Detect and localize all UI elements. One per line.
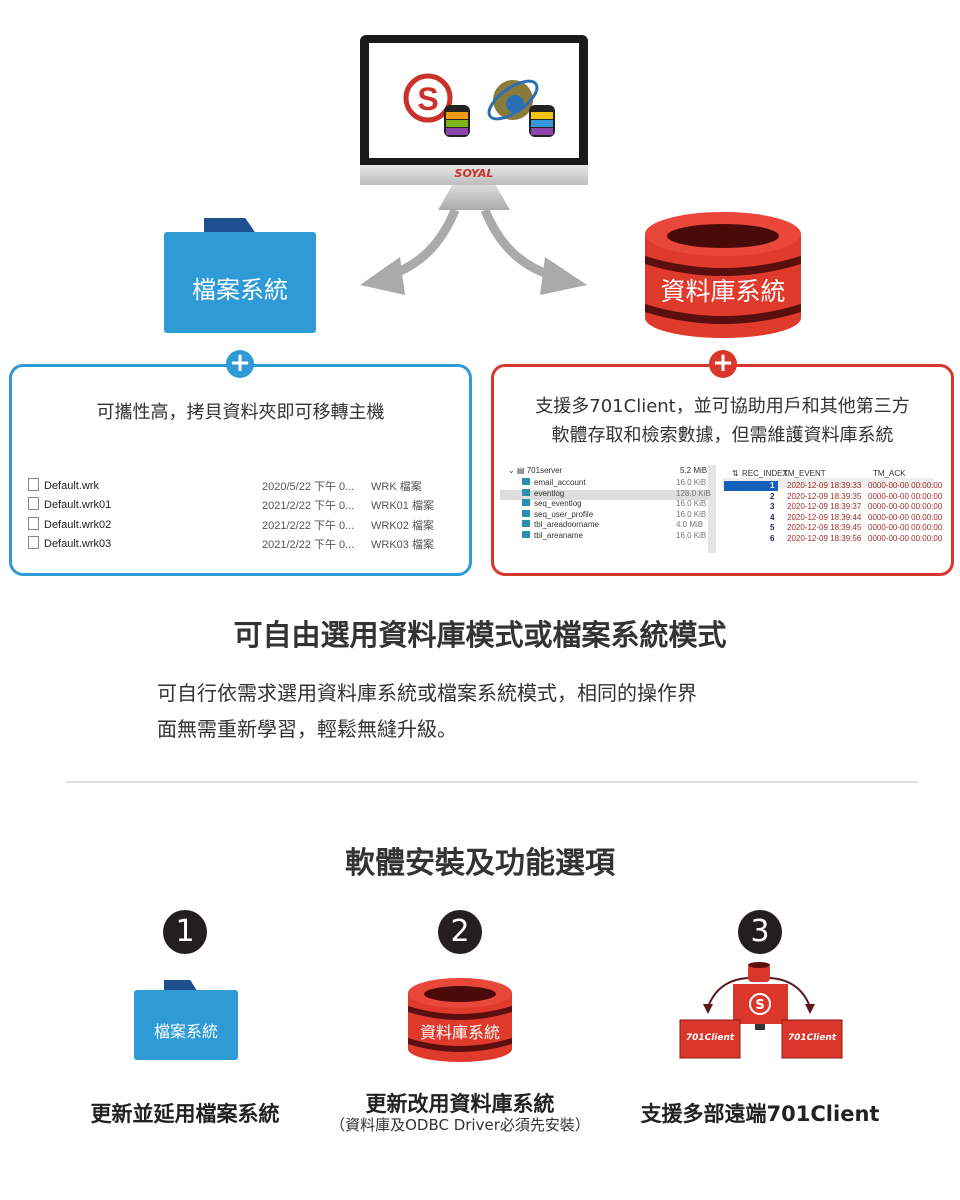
grid-cell: 0000-00-00 00:00:00 (868, 502, 943, 511)
file-icon (28, 536, 39, 549)
db-table-item[interactable]: seq_user_profile (522, 509, 593, 519)
step-number: 3 (738, 910, 782, 954)
table-icon (522, 530, 530, 538)
option-caption: 更新並延用檔案系統 (90, 1102, 280, 1126)
client-label: 701Client (685, 1033, 735, 1043)
file-type: WRK01 檔案 (371, 500, 434, 512)
option-caption: 支援多部遠端701Client (640, 1102, 880, 1126)
file-icon (28, 497, 39, 510)
globe-database-icon (487, 79, 555, 137)
db-table-size: 128.0 KiB (676, 488, 711, 498)
grid-cell: 0000-00-00 00:00:00 (868, 481, 943, 490)
grid-cell: 2020-12-09 18:39:45 (787, 523, 862, 532)
file-icon (28, 517, 39, 530)
file-date: 2021/2/22 下午 0... (262, 539, 355, 551)
table-icon (522, 488, 530, 496)
db-table-item[interactable]: seq_eventlog (522, 499, 582, 508)
monitor-illustration: S SOYAL (360, 35, 588, 210)
grid-cell: 4 (770, 512, 775, 522)
option-caption: 更新改用資料庫系統 (365, 1092, 555, 1116)
grid-cell: 2 (770, 491, 775, 501)
file-date: 2021/2/22 下午 0... (262, 520, 355, 532)
section1-title: 可自由選用資料庫模式或檔案系統模式 (233, 618, 727, 652)
db-table-item[interactable]: tbl_areaname (522, 530, 583, 540)
grid-cell: 0000-00-00 00:00:00 (868, 523, 943, 532)
db-table-item[interactable]: eventlog (522, 488, 564, 498)
soyal-database-icon: S (403, 73, 470, 137)
client-label: 701Client (787, 1033, 837, 1043)
table-icon (522, 499, 530, 506)
section2-title: 軟體安裝及功能選項 (345, 846, 615, 881)
plus-icon: + (709, 350, 737, 378)
sort-icon[interactable]: ⇅ (732, 469, 739, 478)
option-note: （資料庫及ODBC Driver必須先安裝） (330, 1116, 590, 1134)
file-type: WRK03 檔案 (371, 539, 434, 551)
step-number: 2 (438, 910, 482, 954)
file-system-folder-icon: 檔案系統 (134, 980, 238, 1060)
file-row[interactable]: Default.wrk01 (28, 497, 111, 511)
grid-cell: 2020-12-09 18:39:33 (787, 481, 862, 490)
file-system-label: 檔案系統 (192, 276, 288, 304)
grid-cell: 3 (770, 502, 775, 511)
grid-cell: 5 (770, 523, 775, 532)
database-desc-line2: 軟體存取和檢索數據，但需維護資料庫系統 (551, 425, 894, 446)
database-cylinder-icon (408, 978, 512, 1062)
file-row[interactable]: Default.wrk02 (28, 517, 111, 531)
grid-cell: 0000-00-00 00:00:00 (868, 491, 943, 501)
file-type: WRK 檔案 (371, 481, 422, 493)
monitor-brand: SOYAL (454, 167, 494, 180)
db-table-size: 16.0 KiB (676, 478, 707, 487)
database-label: 資料庫系統 (660, 277, 786, 306)
server-size: 5.2 MiB (680, 466, 708, 475)
database-desc-line1: 支援多701Client，並可協助用戶和其他第三方 (535, 396, 910, 417)
grid-cell: 0000-00-00 00:00:00 (868, 533, 943, 543)
folder-label: 檔案系統 (153, 1022, 218, 1041)
grid-cell: 2020-12-09 18:39:35 (787, 491, 862, 501)
grid-header[interactable]: TM_EVENT (783, 469, 826, 478)
grid-header[interactable]: REC_INDEX (742, 469, 788, 478)
table-icon (522, 520, 530, 527)
divider (66, 781, 918, 783)
db-table-item[interactable]: email_account (522, 478, 586, 487)
database-cylinder-icon (645, 212, 801, 338)
file-icon (28, 478, 39, 491)
file-system-desc: 可攜性高，拷貝資料夾即可移轉主機 (96, 402, 385, 423)
db-table-item[interactable]: tbl_areadoorname (522, 520, 599, 529)
svg-text:S: S (417, 81, 438, 117)
grid-header[interactable]: TM_ACK (873, 469, 906, 478)
section1-body-line1: 可自行依需求選用資料庫系統或檔案系統模式，相同的操作界 (157, 681, 697, 705)
file-date: 2020/5/22 下午 0... (262, 481, 355, 493)
plus-icon: + (226, 350, 254, 378)
grid-cell: 2020-12-09 18:39:37 (787, 502, 862, 511)
grid-cell: 0000-00-00 00:00:00 (868, 512, 943, 522)
file-system-folder-icon: 檔案系統 (164, 218, 316, 333)
section1-body-line2: 面無需重新學習，輕鬆無縫升級。 (157, 717, 457, 741)
split-arrows (360, 208, 587, 295)
table-icon (522, 509, 530, 517)
db-table-size: 16.0 KiB (676, 509, 707, 519)
database-panel (491, 364, 954, 576)
file-row[interactable]: Default.wrk03 (28, 536, 111, 550)
file-type: WRK02 檔案 (371, 520, 434, 532)
database-label: 資料庫系統 (419, 1023, 500, 1042)
db-table-size: 16.0 KiB (676, 530, 707, 540)
svg-text:S: S (755, 998, 764, 1013)
server-node[interactable]: ⌄ ▤ 701server (508, 466, 563, 475)
db-table-size: 4.0 MiB (676, 520, 704, 529)
file-row[interactable]: Default.wrk (28, 478, 99, 492)
multi-client-icon: S (679, 962, 843, 1059)
grid-cell: 2020-12-09 18:39:44 (787, 512, 862, 522)
grid-cell: 1 (770, 481, 775, 490)
grid-cell: 6 (770, 533, 775, 543)
table-icon (522, 478, 530, 485)
file-date: 2021/2/22 下午 0... (262, 500, 355, 512)
grid-cell: 2020-12-09 18:39:56 (787, 533, 862, 543)
db-table-size: 16.0 KiB (676, 499, 707, 508)
step-number: 1 (163, 910, 207, 954)
